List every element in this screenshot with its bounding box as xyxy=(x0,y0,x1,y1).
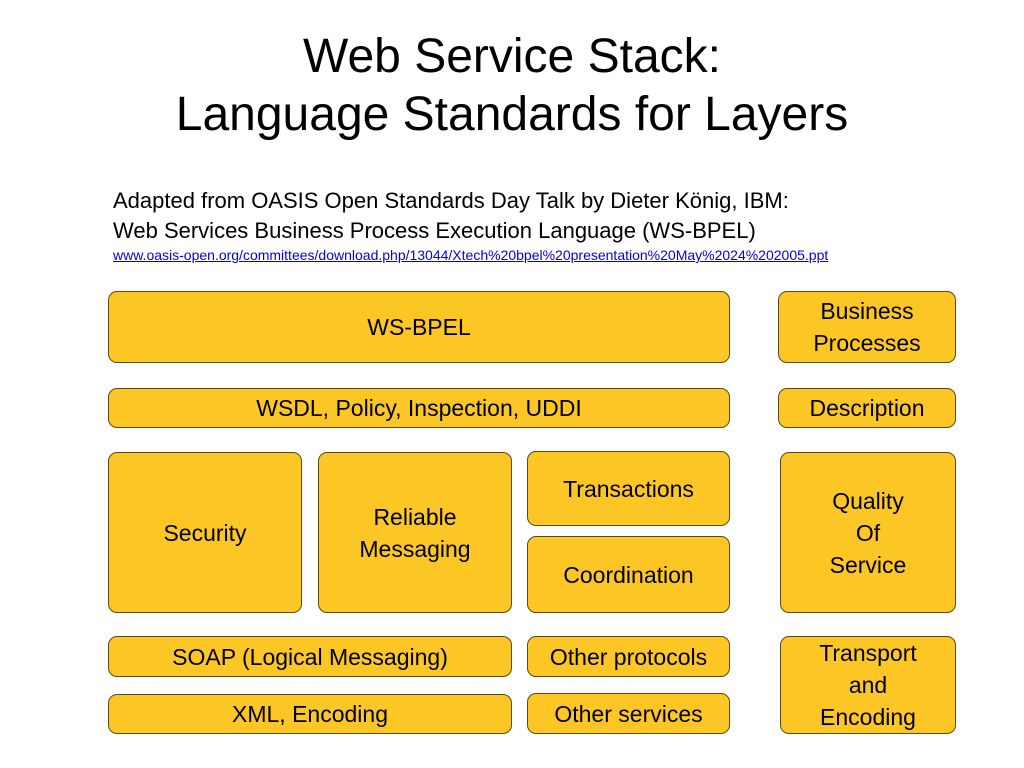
wsdl-box: WSDL, Policy, Inspection, UDDI xyxy=(108,388,730,428)
transport-encoding-line-2: and xyxy=(848,672,888,698)
title-line-1: Web Service Stack: xyxy=(303,30,721,83)
quality-of-service-line-1: Quality xyxy=(832,487,904,514)
business-processes-line-2: Processes xyxy=(813,330,921,356)
quality-of-service-line-3: Service xyxy=(829,551,907,578)
ws-bpel-label: WS-BPEL xyxy=(367,314,471,340)
xml-box: XML, Encoding xyxy=(108,694,512,734)
title-line-2: Language Standards for Layers xyxy=(175,88,849,141)
xml-label: XML, Encoding xyxy=(232,701,388,727)
other-protocols-label: Other protocols xyxy=(549,643,708,670)
description-box: Description xyxy=(778,388,956,428)
business-processes-box: Business Processes xyxy=(778,291,956,363)
transactions-box: Transactions xyxy=(527,451,730,526)
transactions-label: Transactions xyxy=(563,475,694,502)
wsdl-label: WSDL, Policy, Inspection, UDDI xyxy=(256,395,582,421)
security-label: Security xyxy=(163,519,247,546)
transport-encoding-line-3: Encoding xyxy=(820,704,916,730)
slide-title: Web Service Stack: Language Standards fo… xyxy=(0,28,1024,144)
quality-of-service-line-2: Of xyxy=(855,519,881,546)
soap-label: SOAP (Logical Messaging) xyxy=(172,643,448,670)
ws-bpel-box: WS-BPEL xyxy=(108,291,730,363)
transport-encoding-line-1: Transport xyxy=(819,640,917,666)
transport-encoding-box: Transport and Encoding xyxy=(780,636,956,734)
coordination-box: Coordination xyxy=(527,536,730,613)
soap-box: SOAP (Logical Messaging) xyxy=(108,636,512,677)
reliable-messaging-line-2: Messaging xyxy=(359,535,471,562)
other-services-label: Other services xyxy=(554,700,703,727)
source-link[interactable]: www.oasis-open.org/committees/download.p… xyxy=(113,247,829,263)
coordination-label: Coordination xyxy=(563,561,694,588)
description-label: Description xyxy=(809,395,925,421)
other-services-box: Other services xyxy=(527,693,730,734)
source-note: Adapted from OASIS Open Standards Day Ta… xyxy=(113,186,828,264)
source-line-2: Web Services Business Process Execution … xyxy=(113,218,756,243)
security-box: Security xyxy=(108,452,302,613)
other-protocols-box: Other protocols xyxy=(527,636,730,677)
source-line-1: Adapted from OASIS Open Standards Day Ta… xyxy=(113,188,789,213)
quality-of-service-box: Quality Of Service xyxy=(780,452,956,613)
reliable-messaging-box: Reliable Messaging xyxy=(318,452,512,613)
reliable-messaging-line-1: Reliable xyxy=(373,503,457,530)
business-processes-line-1: Business xyxy=(820,298,914,324)
